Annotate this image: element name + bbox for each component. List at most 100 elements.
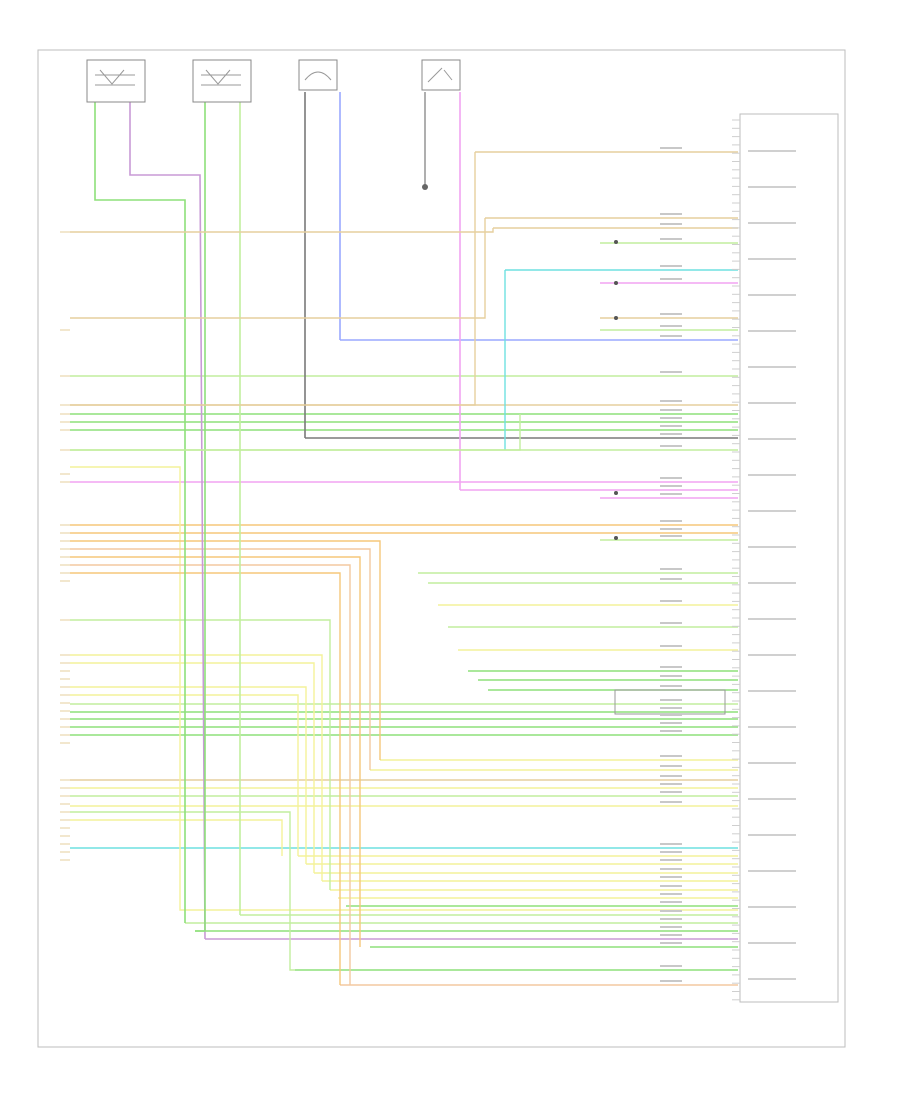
splice-box bbox=[614, 689, 726, 715]
pin-label-mark bbox=[660, 622, 682, 624]
pin-label-mark bbox=[660, 942, 682, 944]
pin-function-mark bbox=[748, 870, 796, 872]
pin-label-mark bbox=[660, 934, 682, 936]
pin-label-mark bbox=[660, 568, 682, 570]
splice-dot bbox=[614, 536, 618, 540]
pin-label-mark bbox=[660, 699, 682, 701]
pin-label-mark bbox=[660, 910, 682, 912]
pin-function-mark bbox=[748, 618, 796, 620]
pin-function-mark bbox=[748, 906, 796, 908]
pin-function-mark bbox=[748, 762, 796, 764]
pin-label-mark bbox=[660, 485, 682, 487]
wire bbox=[70, 662, 315, 873]
splice-dot bbox=[614, 281, 618, 285]
pin-label-mark bbox=[660, 685, 682, 687]
pin-function-mark bbox=[748, 258, 796, 260]
pin-label-mark bbox=[660, 493, 682, 495]
pin-function-mark bbox=[748, 798, 796, 800]
pin-label-mark bbox=[660, 791, 682, 793]
pin-label-mark bbox=[660, 238, 682, 240]
pin-label-mark bbox=[660, 433, 682, 435]
pin-label-mark bbox=[660, 600, 682, 602]
pin-function-mark bbox=[748, 150, 796, 152]
pin-label-mark bbox=[660, 893, 682, 895]
pin-label-mark bbox=[660, 714, 682, 716]
wire bbox=[70, 414, 521, 451]
pin-function-mark bbox=[748, 294, 796, 296]
splice-dot bbox=[614, 240, 618, 244]
pin-label-mark bbox=[660, 918, 682, 920]
pin-function-mark bbox=[748, 474, 796, 476]
pin-label-mark bbox=[660, 876, 682, 878]
pin-label-mark bbox=[660, 535, 682, 537]
pin-label-mark bbox=[660, 278, 682, 280]
wire bbox=[70, 540, 381, 760]
pin-label-mark bbox=[660, 868, 682, 870]
wire bbox=[70, 152, 476, 406]
pin-label-mark bbox=[660, 528, 682, 530]
wire bbox=[195, 102, 206, 932]
pin-label-mark bbox=[660, 926, 682, 928]
sensor-component-3 bbox=[298, 59, 338, 91]
pin-label-mark bbox=[660, 477, 682, 479]
sensor-component-2 bbox=[192, 59, 252, 103]
wire bbox=[70, 556, 361, 947]
pin-label-mark bbox=[660, 417, 682, 419]
pin-label-mark bbox=[660, 666, 682, 668]
pin-label-mark bbox=[660, 325, 682, 327]
pin-function-mark bbox=[748, 402, 796, 404]
ground-point bbox=[422, 184, 428, 190]
pin-function-mark bbox=[748, 654, 796, 656]
switch-component bbox=[421, 59, 461, 91]
wire bbox=[129, 102, 206, 940]
pin-function-mark bbox=[748, 438, 796, 440]
pin-label-mark bbox=[660, 409, 682, 411]
pin-function-mark bbox=[748, 690, 796, 692]
pin-function-mark bbox=[748, 546, 796, 548]
pin-function-mark bbox=[748, 978, 796, 980]
pin-label-mark bbox=[660, 445, 682, 447]
pin-label-mark bbox=[660, 775, 682, 777]
pin-function-mark bbox=[748, 366, 796, 368]
sensor-component-1 bbox=[86, 59, 146, 103]
control-module-connector bbox=[739, 113, 839, 1003]
pin-label-mark bbox=[660, 755, 682, 757]
pin-function-mark bbox=[748, 330, 796, 332]
pin-function-mark bbox=[748, 726, 796, 728]
pin-label-mark bbox=[660, 578, 682, 580]
pin-label-mark bbox=[660, 147, 682, 149]
pin-label-mark bbox=[660, 707, 682, 709]
wire bbox=[70, 686, 307, 864]
pin-label-mark bbox=[660, 783, 682, 785]
wire bbox=[70, 654, 323, 881]
wire bbox=[70, 694, 299, 856]
pin-label-mark bbox=[660, 859, 682, 861]
pin-function-mark bbox=[748, 222, 796, 224]
pin-function-mark bbox=[748, 942, 796, 944]
pin-label-mark bbox=[660, 765, 682, 767]
pin-label-mark bbox=[660, 400, 682, 402]
wire bbox=[70, 466, 738, 911]
wire bbox=[70, 819, 283, 856]
pin-label-mark bbox=[660, 265, 682, 267]
pin-label-mark bbox=[660, 980, 682, 982]
sensor-symbol-2 bbox=[201, 69, 241, 86]
pin-label-mark bbox=[660, 213, 682, 215]
wire bbox=[70, 619, 331, 890]
component-group bbox=[86, 59, 839, 1003]
pin-label-mark bbox=[660, 520, 682, 522]
sensor-symbol-3 bbox=[304, 71, 332, 81]
wire bbox=[70, 564, 351, 985]
diagram-frame bbox=[37, 49, 846, 1048]
pin-label-mark bbox=[660, 313, 682, 315]
pin-label-mark bbox=[660, 885, 682, 887]
splice-dot bbox=[614, 316, 618, 320]
pin-label-mark bbox=[660, 675, 682, 677]
pin-label-mark bbox=[660, 335, 682, 337]
pin-label-mark bbox=[660, 901, 682, 903]
pin-label-mark bbox=[660, 425, 682, 427]
pin-label-mark bbox=[660, 730, 682, 732]
pin-label-mark bbox=[660, 371, 682, 373]
